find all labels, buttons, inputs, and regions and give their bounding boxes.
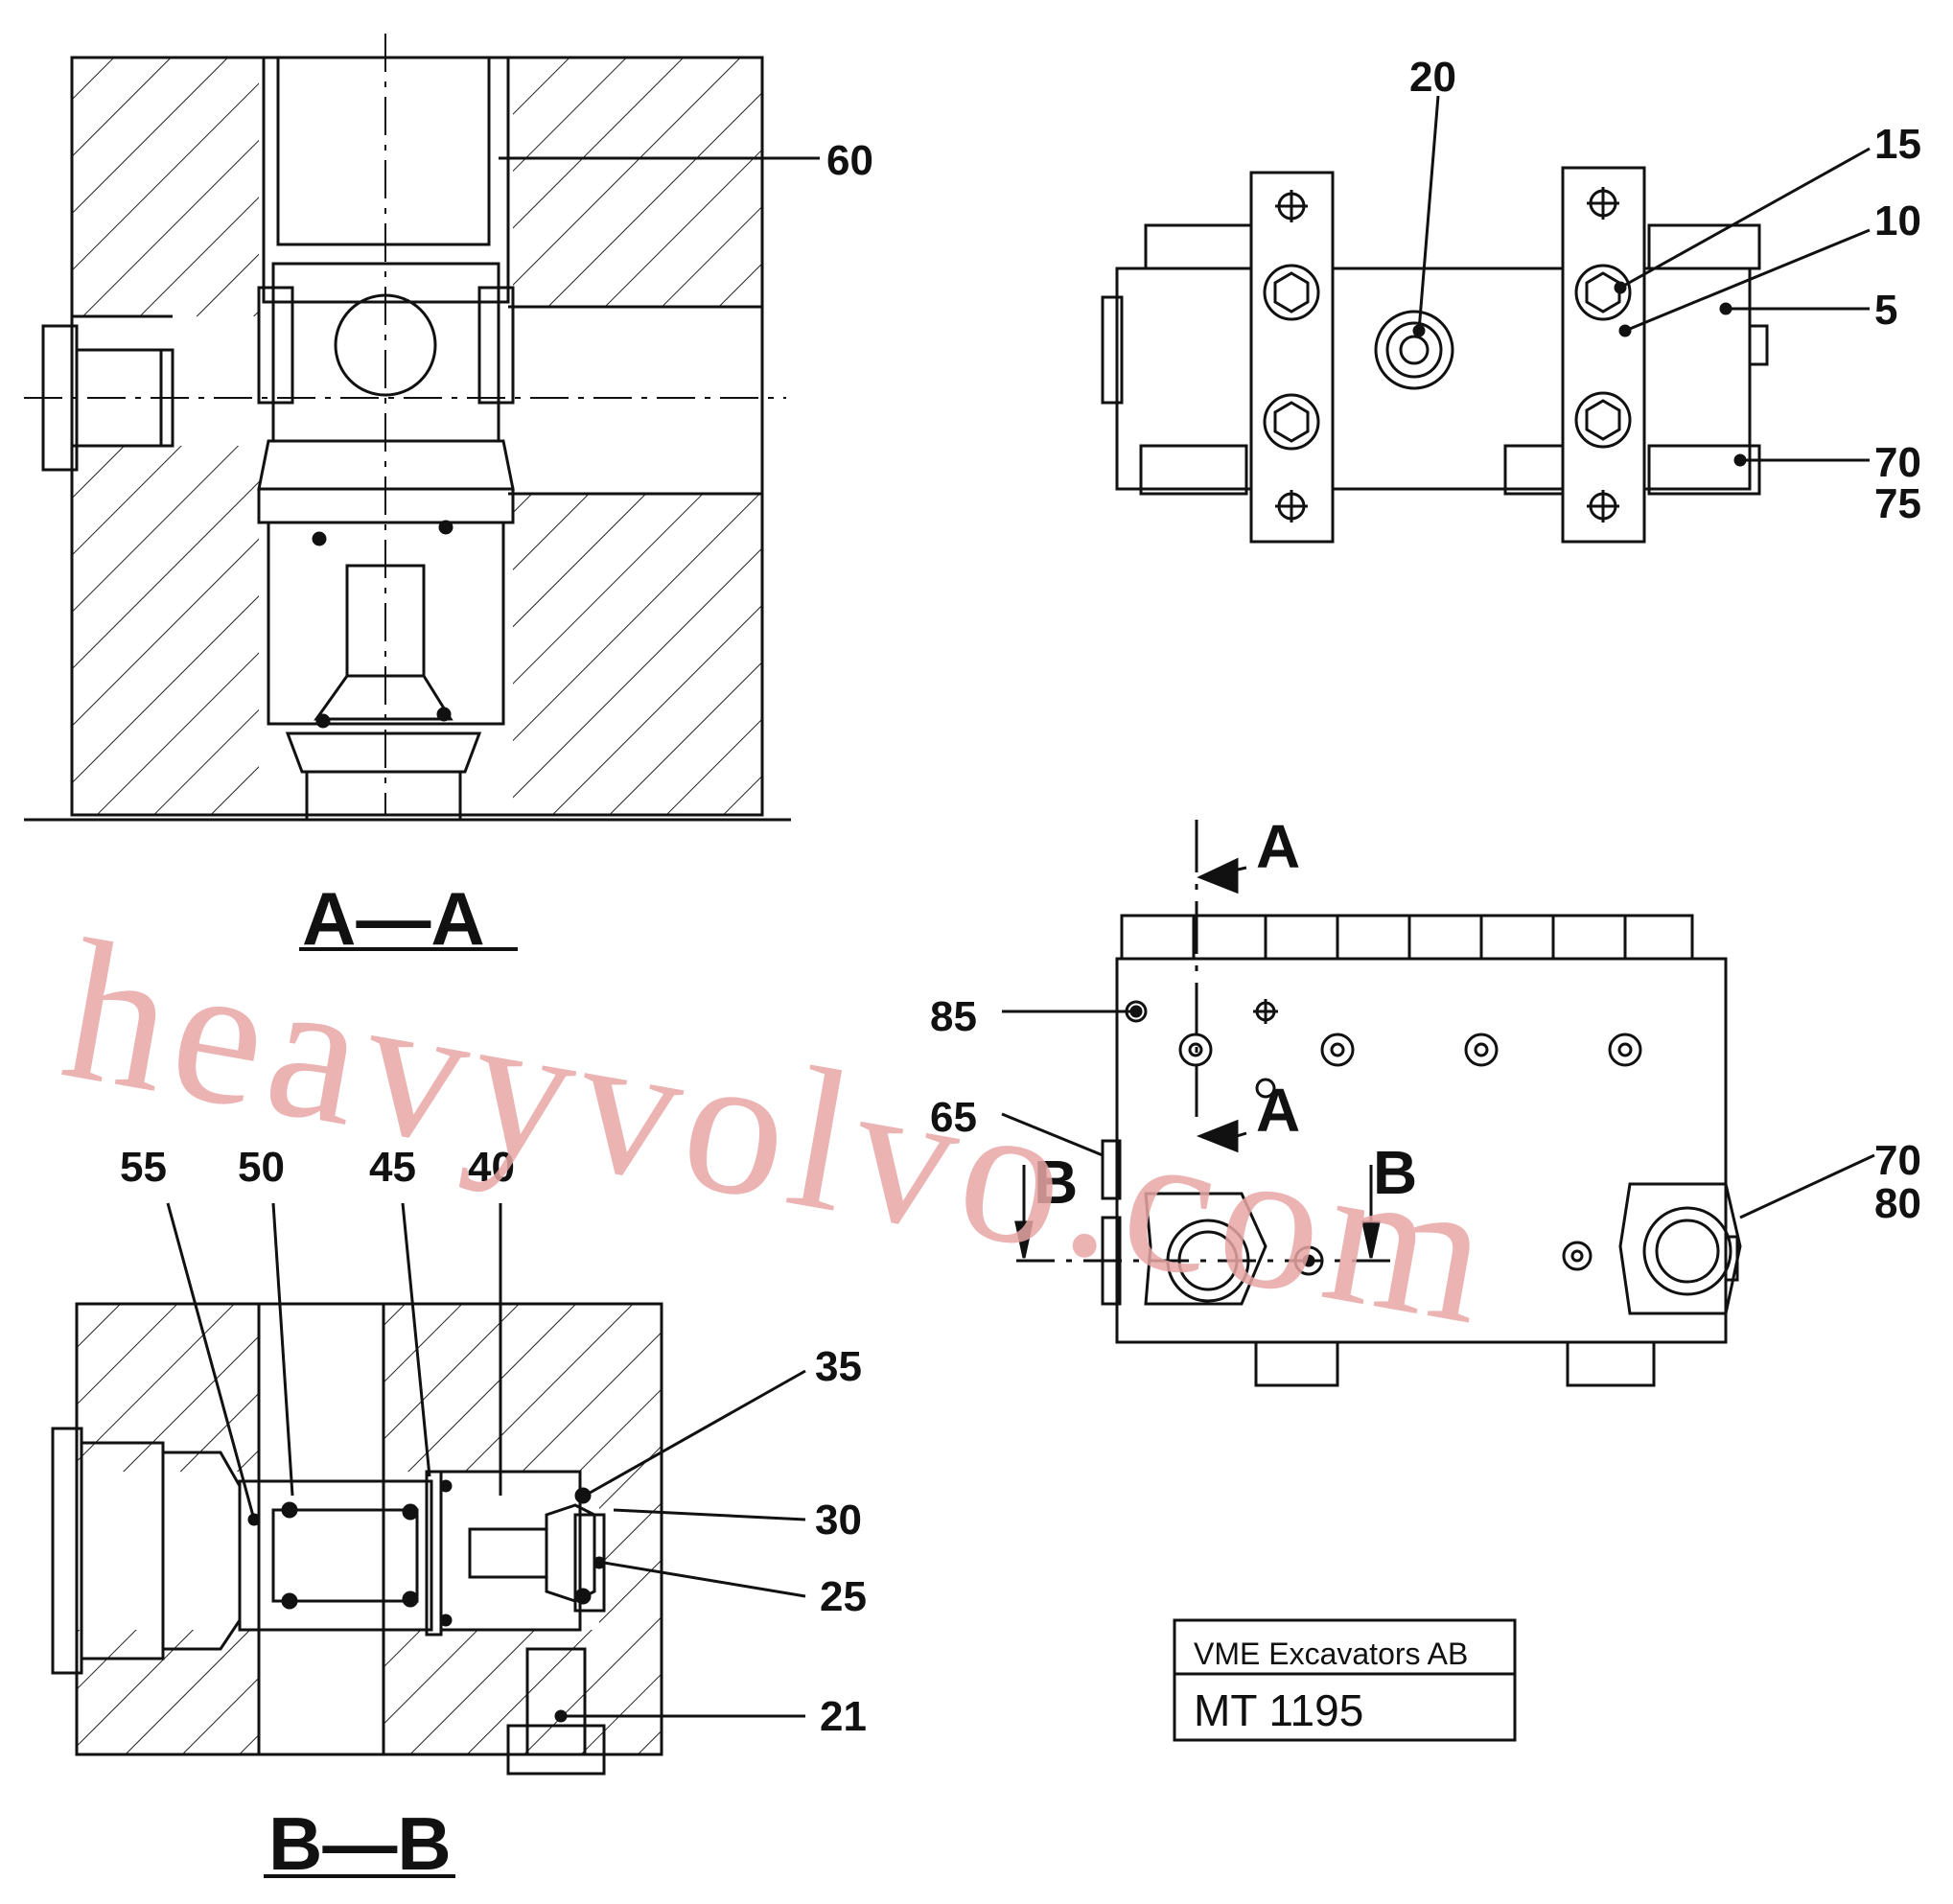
title-block-code: MT 1195	[1194, 1685, 1363, 1735]
callout-45: 45	[369, 1144, 416, 1191]
callout-5: 5	[1874, 287, 1897, 334]
callout-75: 75	[1874, 480, 1921, 527]
callout-40: 40	[468, 1144, 515, 1191]
callout-10: 10	[1874, 197, 1921, 244]
callout-55: 55	[120, 1144, 167, 1191]
title-block-company: VME Excavators AB	[1194, 1637, 1468, 1671]
front-view	[1001, 820, 1875, 1387]
callout-25: 25	[820, 1573, 867, 1620]
callout-70-front: 70	[1874, 1137, 1921, 1184]
cut-b-right-label: B	[1373, 1138, 1417, 1207]
callout-15: 15	[1874, 121, 1921, 168]
callout-21: 21	[820, 1693, 867, 1740]
section-aa-title: A—A	[302, 876, 485, 961]
callout-30: 30	[815, 1497, 862, 1544]
top-view	[1101, 95, 1871, 544]
callout-20: 20	[1409, 54, 1456, 101]
callout-80: 80	[1874, 1180, 1921, 1227]
cut-b-left-label: B	[1034, 1148, 1078, 1217]
section-bb-view	[51, 1202, 806, 1776]
callout-35: 35	[815, 1343, 862, 1390]
callout-85: 85	[930, 993, 977, 1040]
watermark-text: heavyvolvo.com	[50, 898, 1510, 1368]
title-block: VME Excavators AB MT 1195	[1173, 1618, 1517, 1742]
callout-65: 65	[930, 1094, 977, 1141]
section-aa-view	[24, 34, 820, 822]
cut-a-upper-label: A	[1256, 812, 1300, 881]
cut-a-lower-label: A	[1256, 1076, 1300, 1145]
callout-50: 50	[238, 1144, 285, 1191]
callout-70-top: 70	[1874, 439, 1921, 486]
callout-60: 60	[826, 137, 873, 184]
section-bb-title: B—B	[268, 1801, 452, 1886]
